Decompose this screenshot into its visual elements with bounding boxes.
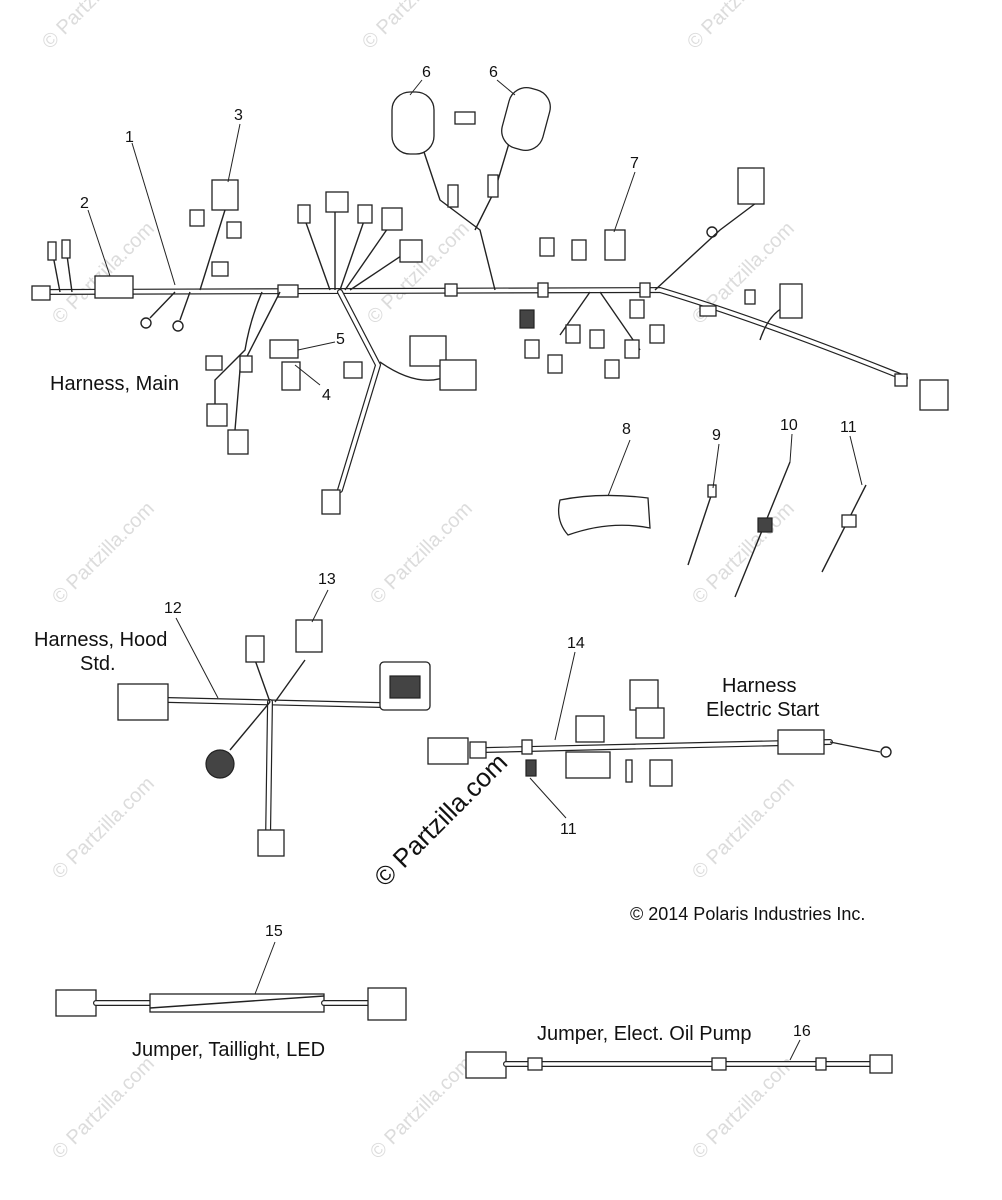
watermark: © Partzilla.com bbox=[688, 773, 799, 884]
callout-1: 1 bbox=[125, 129, 134, 146]
label-taillight-jumper: Jumper, Taillight, LED bbox=[132, 1039, 325, 1061]
watermark: © Partzilla.com bbox=[688, 1053, 799, 1164]
label-estart-harness-sub: Electric Start bbox=[706, 699, 820, 721]
callout-8: 8 bbox=[622, 421, 631, 438]
callout-15: 15 bbox=[265, 923, 283, 940]
watermark: © Partzilla.com bbox=[48, 1053, 159, 1164]
callout-11b: 11 bbox=[560, 821, 577, 838]
callout-6: 6 bbox=[422, 64, 431, 81]
watermark: © Partzilla.com bbox=[48, 218, 159, 329]
loose-parts bbox=[557, 461, 867, 598]
watermark: © Partzilla.com bbox=[683, 0, 794, 54]
label-hood-harness: Harness, Hood bbox=[34, 629, 167, 651]
watermark: © Partzilla.com bbox=[48, 498, 159, 609]
callout-12: 12 bbox=[164, 600, 182, 617]
callout-13: 13 bbox=[318, 571, 336, 588]
oil-pump-jumper bbox=[465, 1051, 893, 1079]
taillight-jumper bbox=[55, 987, 407, 1021]
watermark: © Partzilla.com bbox=[38, 0, 149, 54]
callout-labels: 1 2 3 4 5 6 6 7 8 9 10 11 12 13 14 11 15… bbox=[80, 64, 857, 1040]
callout-2: 2 bbox=[80, 195, 89, 212]
watermark: © Partzilla.com bbox=[366, 1053, 477, 1164]
watermark-central: © Partzilla.com bbox=[368, 747, 513, 892]
callout-6b: 6 bbox=[489, 64, 498, 81]
electric-start-harness bbox=[427, 679, 892, 787]
callout-14: 14 bbox=[567, 635, 585, 652]
watermark: © Partzilla.com bbox=[358, 0, 469, 54]
label-hood-harness-sub: Std. bbox=[80, 653, 116, 675]
watermark: © Partzilla.com bbox=[363, 218, 474, 329]
callout-11: 11 bbox=[840, 419, 857, 436]
watermark-layer: © Partzilla.com © Partzilla.com © Partzi… bbox=[38, 0, 799, 1164]
main-harness bbox=[31, 87, 949, 515]
callout-16: 16 bbox=[793, 1023, 811, 1040]
section-labels: Harness, Main Harness, Hood Std. Harness… bbox=[34, 373, 820, 1061]
copyright-notice: © 2014 Polaris Industries Inc. bbox=[630, 904, 865, 924]
callout-4: 4 bbox=[322, 387, 331, 404]
label-estart-harness: Harness bbox=[722, 675, 796, 697]
callout-5: 5 bbox=[336, 331, 345, 348]
label-main-harness: Harness, Main bbox=[50, 373, 179, 395]
watermark: © Partzilla.com bbox=[48, 773, 159, 884]
callout-7: 7 bbox=[630, 155, 639, 172]
label-oil-pump-jumper: Jumper, Elect. Oil Pump bbox=[537, 1023, 752, 1045]
callout-9: 9 bbox=[712, 427, 721, 444]
callout-3: 3 bbox=[234, 107, 243, 124]
callout-10: 10 bbox=[780, 417, 798, 434]
hood-harness bbox=[117, 619, 431, 857]
leader-lines bbox=[87, 79, 863, 1061]
watermark: © Partzilla.com bbox=[366, 498, 477, 609]
